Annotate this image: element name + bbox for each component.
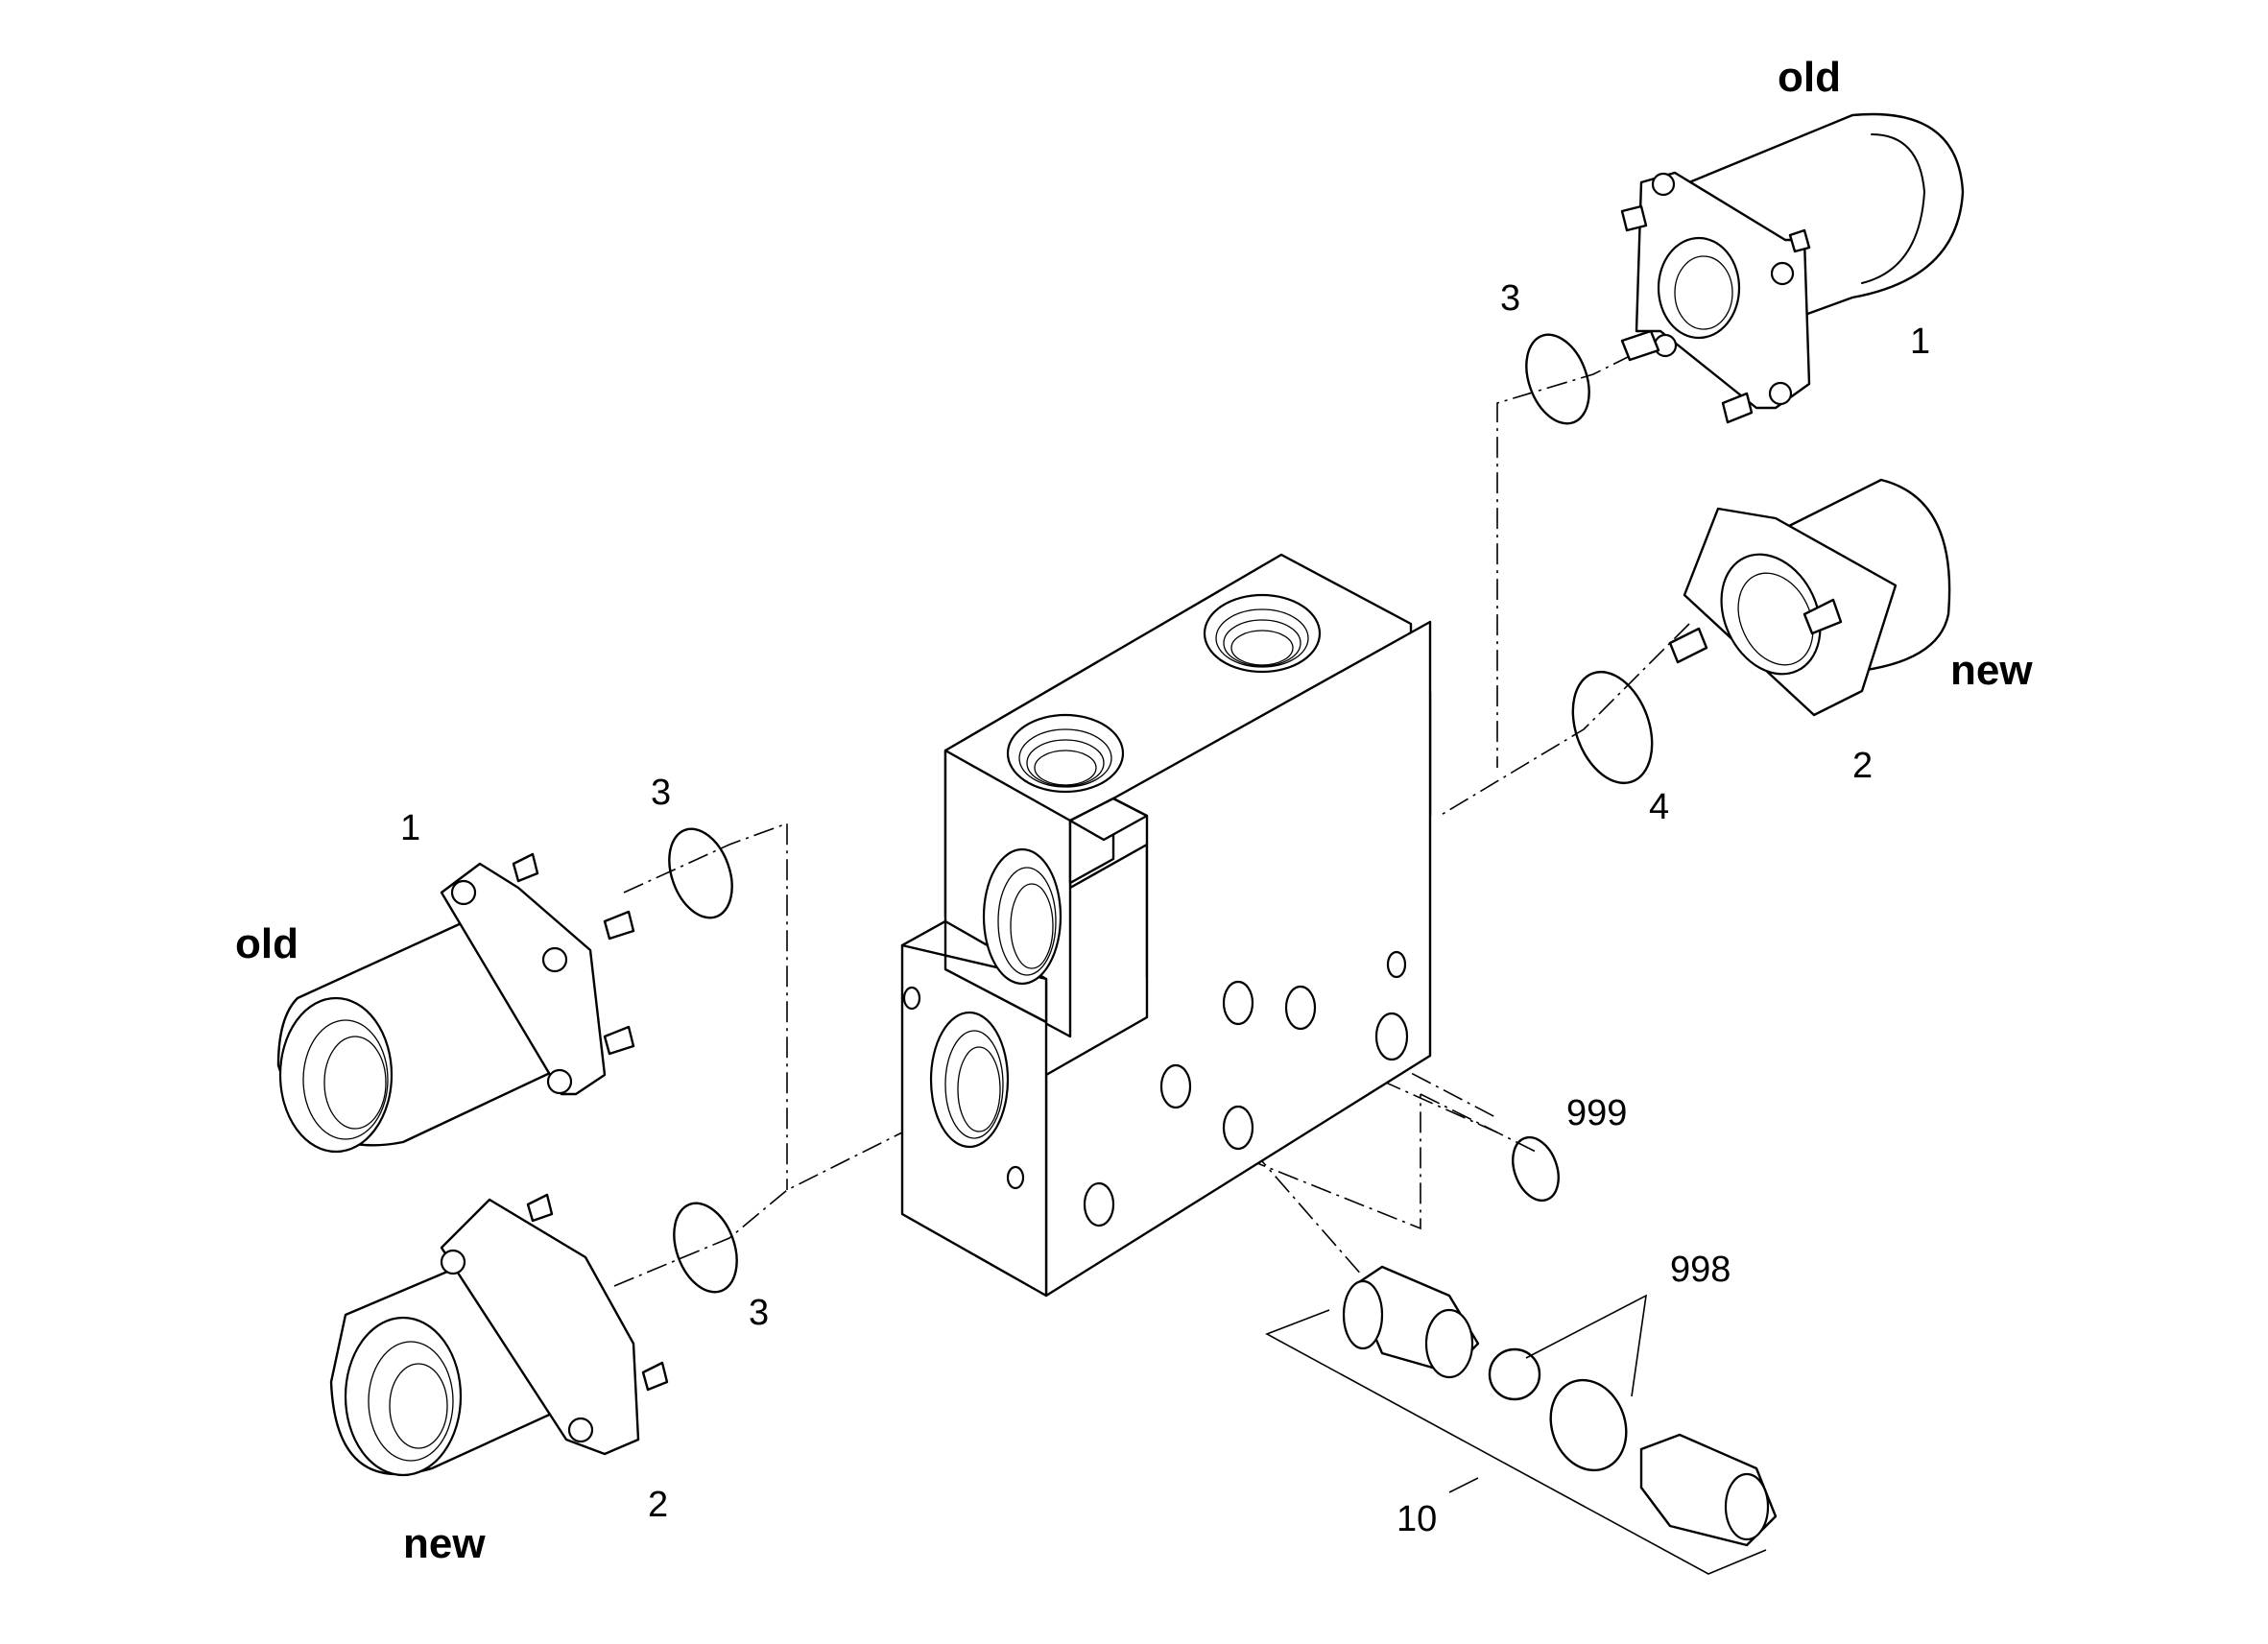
o-ring-4 [1571, 670, 1654, 785]
label-old-top: old [1778, 54, 1841, 101]
callout-3-top: 3 [1500, 278, 1520, 319]
check-valve-assembly-10 [1265, 1265, 1778, 1575]
callout-2-bottom: 2 [648, 1485, 668, 1525]
callout-1-top: 1 [1910, 322, 1930, 362]
callout-2-right: 2 [1852, 746, 1873, 786]
callout-999: 999 [1566, 1093, 1627, 1133]
solenoid-new-right [1668, 478, 1951, 717]
o-ring-998 [1549, 1378, 1628, 1472]
label-new-bottom: new [403, 1520, 486, 1567]
ball-998 [1488, 1347, 1541, 1401]
callout-4: 4 [1649, 787, 1669, 827]
label-old-left: old [235, 920, 298, 967]
callout-10: 10 [1397, 1499, 1437, 1539]
callout-3-left-upper: 3 [651, 773, 671, 813]
o-ring-3-top [1525, 333, 1590, 425]
valve-block [900, 553, 1432, 1298]
callout-998: 998 [1670, 1250, 1731, 1290]
label-new-right: new [1950, 647, 2033, 694]
solenoid-old-left [276, 852, 635, 1154]
callout-1-left: 1 [400, 808, 420, 848]
o-ring-3-left-lower [673, 1202, 738, 1294]
o-ring-3-left-upper [668, 827, 733, 919]
o-ring-999 [1512, 1135, 1560, 1203]
solenoid-old-top-right [1620, 112, 1965, 424]
solenoid-new-left [329, 1193, 669, 1477]
labels: old old new new 1 1 2 2 3 3 3 4 999 998 … [235, 54, 2033, 1567]
callout-3-left-lower: 3 [749, 1293, 769, 1333]
